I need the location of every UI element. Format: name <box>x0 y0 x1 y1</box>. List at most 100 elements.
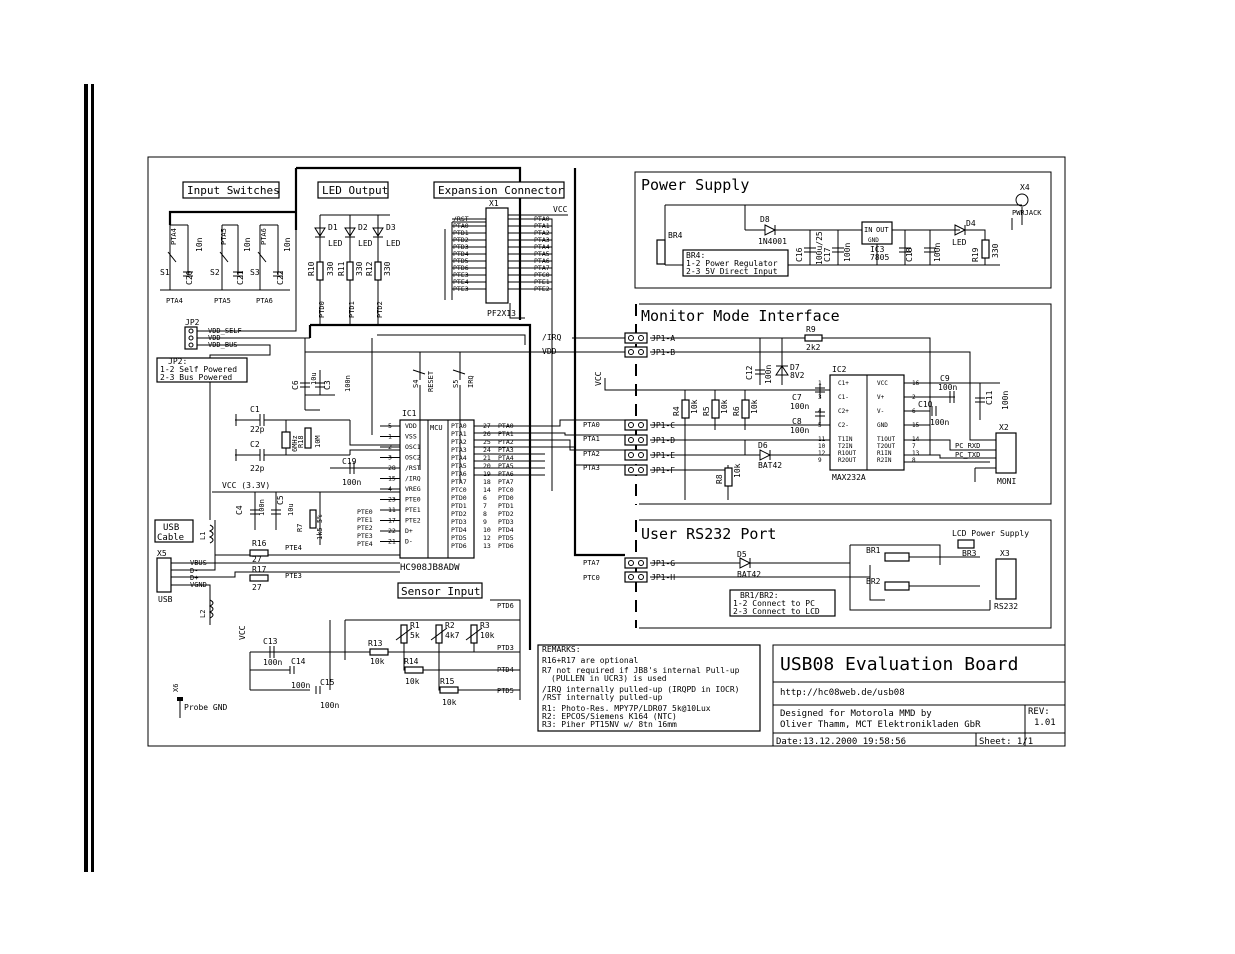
jp2-block: JP2 VDD_SELF VDD VDD_BUS JP2: 1-2 Self P… <box>156 230 310 520</box>
jp2-ref: JP2 <box>185 318 200 327</box>
r17-ref: R17 <box>252 565 267 574</box>
pin-label: PTD0 <box>318 301 326 318</box>
r6-ref: R6 <box>732 406 741 416</box>
ic2-right-pin: V- <box>877 408 884 415</box>
c19-ref: C19 <box>342 457 357 466</box>
monitor-mode-block: Monitor Mode Interface /IRQ VDD JP1-AJP1… <box>542 300 1052 510</box>
ic2-right-num: 7 <box>912 443 916 450</box>
c1-ref: C1 <box>250 405 260 414</box>
c6-val: 10u <box>310 372 318 385</box>
mcu-left-pin: PTE1 <box>405 506 421 514</box>
remarks-line: /IRQ internally pulled-up (IRQPD in IOCR… <box>542 685 739 694</box>
d8-ref: D8 <box>760 215 770 224</box>
r14-ref: R14 <box>404 657 419 666</box>
mcu-right-num: 13 <box>483 542 491 550</box>
mcu-left-pin: OSC2 <box>405 454 421 462</box>
r19-val: 330 <box>991 243 1000 258</box>
jp2-note: 2-3 Bus Powered <box>160 373 232 382</box>
r14-val: 10k <box>405 677 420 686</box>
r18-val: 10M <box>314 435 322 448</box>
jumper-pin <box>628 437 634 443</box>
remarks-line: R2: EPCOS/Siemens K164 (NTC) <box>542 712 677 721</box>
pin-label: PTA4 <box>170 228 178 245</box>
mcu-right-pin: PTA4 <box>451 454 467 462</box>
pin-label: PTA6 <box>260 228 268 245</box>
d7-val: 8V2 <box>790 371 805 380</box>
br3-ref: BR3 <box>962 549 977 558</box>
c15-val: 100n <box>320 701 339 710</box>
pte-net-label: PTE2 <box>357 524 373 532</box>
mcu-right-num: 18 <box>483 478 491 486</box>
d6-part: BAT42 <box>758 461 782 470</box>
d7-ref: D7 <box>790 363 800 372</box>
r1-ref: R1 <box>410 621 420 630</box>
br4-ref: BR4 <box>668 231 683 240</box>
jumper-pin <box>628 467 634 473</box>
ic2-right-pin: V+ <box>877 394 885 401</box>
mcu-right-net: PTD3 <box>498 518 514 526</box>
ic2-right-pin: GND <box>877 422 888 429</box>
jumper-pin <box>638 349 644 355</box>
pta-side: PTA2 <box>583 450 600 458</box>
mcu-right-pin: PTD4 <box>451 526 467 534</box>
x2-part: MONI <box>997 477 1016 486</box>
r4-val: 10k <box>690 399 699 414</box>
user-rs232-title: User RS232 Port <box>641 525 776 543</box>
d8-part: 1N4001 <box>758 237 787 246</box>
sensor-pin: PTD3 <box>497 644 514 652</box>
c14-val: 100n <box>291 681 310 690</box>
sheet-frame <box>147 156 1066 747</box>
crystal-label: 6MHz <box>291 435 299 452</box>
mcu-right-num: 21 <box>483 454 491 462</box>
mcu-right-num: 7 <box>483 502 487 510</box>
mcu-right-num: 6 <box>483 494 487 502</box>
ic2-left-pin: T1IN <box>838 436 853 443</box>
c5-ref: C5 <box>276 495 285 505</box>
ic2-left-num: 10 <box>818 443 826 450</box>
pin-label: PTA5 <box>220 228 228 245</box>
pin-label: PTD2 <box>376 301 384 318</box>
jumper-pin <box>638 452 644 458</box>
power-supply-title: Power Supply <box>641 176 749 194</box>
c9-val: 100n <box>938 383 957 392</box>
mcu-right-pin: PTA0 <box>451 422 467 430</box>
pta-side: PTA1 <box>583 435 600 443</box>
jp2-note: JP2: <box>168 357 187 366</box>
res-value: 330 <box>326 261 335 276</box>
br1-ref: BR1 <box>866 546 881 555</box>
x5-pin: D+ <box>190 574 198 582</box>
cap-label: C22 <box>276 270 285 285</box>
c17-ref: C17 <box>823 247 832 262</box>
cap-value: 10n <box>195 237 204 252</box>
mcu-block: IC1 MCU HC908JB8ADW VDD5VSS1OSC12OSC23/R… <box>304 323 600 650</box>
remarks-line: R3: Piher PT15NV w/ 8tn 16mm <box>542 720 677 729</box>
rs232-pin: PTC0 <box>583 574 600 582</box>
mcu-left-pin: VREG <box>405 485 421 493</box>
jumper <box>624 571 648 583</box>
mcu-right-num: 9 <box>483 518 487 526</box>
d4-ref: D4 <box>966 219 976 228</box>
c13-ref: C13 <box>263 637 278 646</box>
ic2-left-num: 11 <box>818 436 826 443</box>
mcu-right-pin: PTA7 <box>451 478 467 486</box>
sensor-pin: PTD5 <box>497 687 514 695</box>
r18-ref: R18 <box>297 435 305 448</box>
r15-val: 10k <box>442 698 457 707</box>
mcu-right-net: PTD5 <box>498 534 514 542</box>
monitor-title: Monitor Mode Interface <box>641 307 840 325</box>
mcu-right-pin: PTD3 <box>451 518 467 526</box>
sensor-pin: PTD6 <box>497 602 514 610</box>
c5-val: 10u <box>287 503 295 516</box>
mcu-right-net: PTA2 <box>498 438 514 446</box>
mcu-left-pin: PTE2 <box>405 517 421 525</box>
jumper-pin <box>638 437 644 443</box>
mcu-right-num: 12 <box>483 534 491 542</box>
mcu-right-num: 25 <box>483 438 491 446</box>
board-url: http://hc08web.de/usb08 <box>780 688 905 698</box>
br-note: 1-2 Connect to PC <box>733 599 815 608</box>
x1-right-wire <box>508 288 553 491</box>
ic2-left-pin: C2+ <box>838 408 849 415</box>
c17-val: 100n <box>843 243 852 262</box>
mcu-ref: IC1 <box>402 409 417 418</box>
